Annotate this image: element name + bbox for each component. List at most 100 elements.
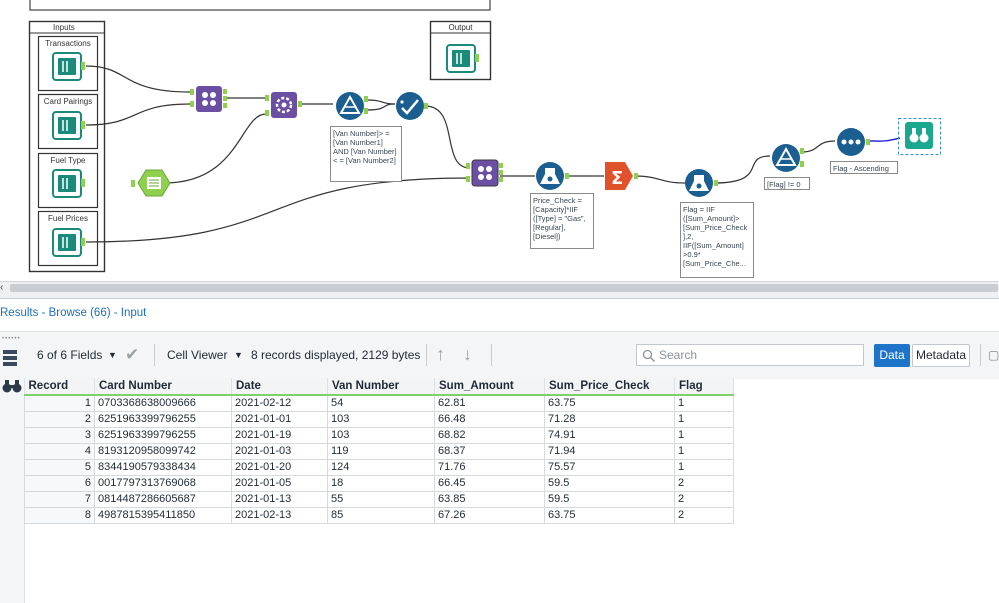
fields-selector[interactable]: 6 of 6 Fields (37, 348, 103, 362)
formula-icon[interactable] (685, 169, 718, 197)
record-cell[interactable]: 1 (24, 394, 95, 412)
output-container[interactable] (429, 20, 492, 81)
table-cell[interactable]: 71.28 (544, 410, 675, 428)
metadata-button[interactable]: Metadata (912, 344, 970, 367)
checkmark-icon[interactable]: ✔ (125, 345, 140, 364)
table-cell[interactable]: 119 (327, 442, 435, 460)
scroll-thumb[interactable] (10, 284, 998, 292)
column-header[interactable]: Sum_Price_Check (544, 378, 675, 396)
select-icon[interactable] (396, 92, 428, 120)
table-cell[interactable]: 6251963399796255 (94, 410, 232, 428)
table-row[interactable]: 6 0017797313769068 2021-01-05 18 66.45 5… (24, 474, 734, 492)
table-cell[interactable]: 59.5 (544, 474, 675, 492)
scroll-left-icon[interactable]: ‹ (0, 282, 4, 293)
record-cell[interactable]: 4 (24, 442, 95, 460)
text-input-icon[interactable] (131, 169, 171, 197)
table-row[interactable]: 3 6251963399796255 2021-01-19 103 68.82 … (24, 426, 734, 444)
cell-viewer-button[interactable]: Cell Viewer (167, 348, 228, 362)
table-cell[interactable]: 63.75 (544, 506, 675, 524)
table-cell[interactable]: 124 (327, 458, 435, 476)
binoculars-icon[interactable] (1, 379, 23, 393)
table-row[interactable]: 8 4987815395411850 2021-02-13 85 67.26 6… (24, 506, 734, 524)
record-cell[interactable]: 6 (24, 474, 95, 492)
table-cell[interactable]: 18 (327, 474, 435, 492)
table-cell[interactable]: 6251963399796255 (94, 426, 232, 444)
table-cell[interactable]: 66.45 (434, 474, 545, 492)
append-fields-icon[interactable] (265, 92, 302, 118)
input-icon[interactable] (52, 111, 85, 140)
table-cell[interactable]: 59.5 (544, 490, 675, 508)
column-header[interactable]: Card Number (94, 378, 232, 396)
table-cell[interactable]: 2021-01-13 (231, 490, 328, 508)
column-header[interactable]: Record (24, 378, 95, 396)
arrow-down-icon[interactable]: ↓ (463, 344, 472, 364)
record-cell[interactable]: 7 (24, 490, 95, 508)
table-cell[interactable]: 8344190579338434 (94, 458, 232, 476)
join-icon[interactable] (190, 86, 227, 112)
input-icon[interactable] (52, 228, 85, 257)
filter-icon[interactable] (772, 144, 804, 172)
table-row[interactable]: 7 0814487286605687 2021-01-13 55 63.85 5… (24, 490, 734, 508)
table-cell[interactable]: 2021-02-12 (231, 394, 328, 412)
column-header[interactable]: Sum_Amount (434, 378, 545, 396)
join-icon[interactable] (466, 159, 503, 187)
table-cell[interactable]: 55 (327, 490, 435, 508)
chevron-down-icon[interactable]: ▼ (108, 350, 117, 360)
table-cell[interactable]: 0814487286605687 (94, 490, 232, 508)
table-cell[interactable]: 2021-01-01 (231, 410, 328, 428)
inputs-container[interactable] (28, 20, 106, 273)
table-cell[interactable]: 2 (674, 474, 734, 492)
table-cell[interactable]: 2 (674, 490, 734, 508)
grip-icon[interactable]: •••••• (2, 336, 21, 342)
table-cell[interactable]: 1 (674, 410, 734, 428)
table-cell[interactable]: 103 (327, 426, 435, 444)
table-cell[interactable]: 71.76 (434, 458, 545, 476)
input-icon[interactable] (52, 52, 85, 81)
arrow-up-icon[interactable]: ↑ (436, 344, 445, 364)
record-cell[interactable]: 8 (24, 506, 95, 524)
column-header[interactable]: Van Number (327, 378, 435, 396)
table-cell[interactable]: 68.82 (434, 426, 545, 444)
search-input[interactable]: Search (636, 344, 864, 366)
record-cell[interactable]: 2 (24, 410, 95, 428)
table-cell[interactable]: 2021-01-20 (231, 458, 328, 476)
table-cell[interactable]: 1 (674, 394, 734, 412)
table-row[interactable]: 5 8344190579338434 2021-01-20 124 71.76 … (24, 458, 734, 476)
table-cell[interactable]: 8193120958099742 (94, 442, 232, 460)
record-cell[interactable]: 3 (24, 426, 95, 444)
table-cell[interactable]: 67.26 (434, 506, 545, 524)
table-cell[interactable]: 54 (327, 394, 435, 412)
table-cell[interactable]: 75.57 (544, 458, 675, 476)
formula-icon[interactable] (536, 162, 569, 190)
column-header[interactable]: Date (231, 378, 328, 396)
table-cell[interactable]: 68.37 (434, 442, 545, 460)
table-cell[interactable]: 1 (674, 458, 734, 476)
table-cell[interactable]: 85 (327, 506, 435, 524)
table-cell[interactable]: 62.81 (434, 394, 545, 412)
table-row[interactable]: 4 8193120958099742 2021-01-03 119 68.37 … (24, 442, 734, 460)
table-cell[interactable]: 0703368638009666 (94, 394, 232, 412)
table-cell[interactable]: 2021-01-03 (231, 442, 328, 460)
table-cell[interactable]: 2021-01-05 (231, 474, 328, 492)
table-cell[interactable]: 1 (674, 442, 734, 460)
table-cell[interactable]: 4987815395411850 (94, 506, 232, 524)
column-header[interactable]: Flag (674, 378, 734, 396)
table-cell[interactable]: 103 (327, 410, 435, 428)
table-cell[interactable]: 63.85 (434, 490, 545, 508)
list-view-icon[interactable] (2, 349, 18, 367)
comment-icon[interactable]: ▢ (988, 348, 999, 362)
summarize-icon[interactable]: Σ (605, 162, 638, 190)
record-cell[interactable]: 5 (24, 458, 95, 476)
browse-icon[interactable] (898, 118, 941, 155)
workflow-canvas[interactable]: Σ (0, 0, 999, 282)
chevron-down-icon[interactable]: ▼ (234, 350, 243, 360)
table-cell[interactable]: 66.48 (434, 410, 545, 428)
table-cell[interactable]: 2 (674, 506, 734, 524)
table-cell[interactable]: 1 (674, 426, 734, 444)
table-cell[interactable]: 2021-01-19 (231, 426, 328, 444)
table-row[interactable]: 1 0703368638009666 2021-02-12 54 62.81 6… (24, 394, 734, 412)
output-icon[interactable] (446, 44, 479, 73)
sort-icon[interactable] (837, 128, 870, 156)
data-button[interactable]: Data (874, 344, 910, 367)
table-row[interactable]: 2 6251963399796255 2021-01-01 103 66.48 … (24, 410, 734, 428)
